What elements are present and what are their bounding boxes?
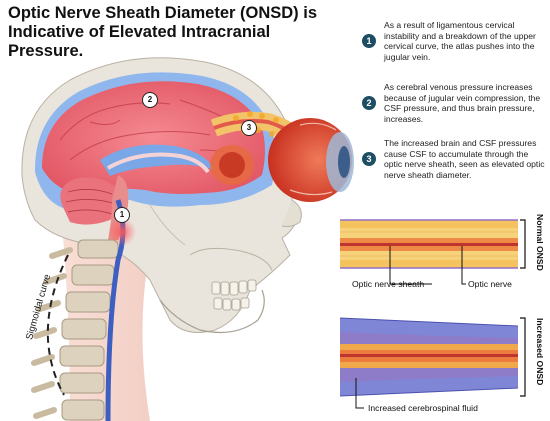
step-2-number: 2 xyxy=(362,96,376,110)
optic-nerve-sheath-label: Optic nerve sheath xyxy=(352,279,425,289)
increased-onsd-label: Increased ONSD xyxy=(535,318,545,386)
step-3-number: 3 xyxy=(362,152,376,166)
normal-onsd-panel xyxy=(340,219,526,285)
step-1-number: 1 xyxy=(362,34,376,48)
mandible xyxy=(159,289,265,333)
step-1-text: As a result of ligamentous cervical inst… xyxy=(384,20,536,62)
corpus-callosum xyxy=(107,152,210,174)
step-2-text: As cerebral venous pressure increases be… xyxy=(384,82,541,124)
cheekbone xyxy=(189,247,273,271)
sigmoidal-curve xyxy=(46,254,69,396)
eye-vessels-2 xyxy=(289,189,333,196)
csf-label: Increased cerebrospinal fluid xyxy=(368,403,478,413)
suture xyxy=(149,204,186,246)
ventricle xyxy=(100,144,215,176)
nasal-bone xyxy=(281,199,302,227)
marker-1: 1 xyxy=(114,207,130,223)
optic-nerve-label: Optic nerve xyxy=(468,279,512,289)
cerebellum xyxy=(60,177,120,225)
page-title: Optic Nerve Sheath Diameter (ONSD) is In… xyxy=(8,4,318,60)
step-3-text: The increased brain and CSF pressures ca… xyxy=(384,138,545,180)
teeth xyxy=(211,279,257,311)
increased-onsd-panel xyxy=(339,317,526,409)
iris xyxy=(338,146,350,178)
eye-vessels xyxy=(299,122,337,131)
compression-glow xyxy=(108,218,136,246)
normal-onsd-label: Normal ONSD xyxy=(535,214,545,271)
cervical-spine xyxy=(31,239,119,421)
orbit-inner xyxy=(219,152,245,178)
marker-2: 2 xyxy=(142,92,158,108)
cerebellum-folds xyxy=(65,189,117,215)
marker-3: 3 xyxy=(241,120,257,136)
